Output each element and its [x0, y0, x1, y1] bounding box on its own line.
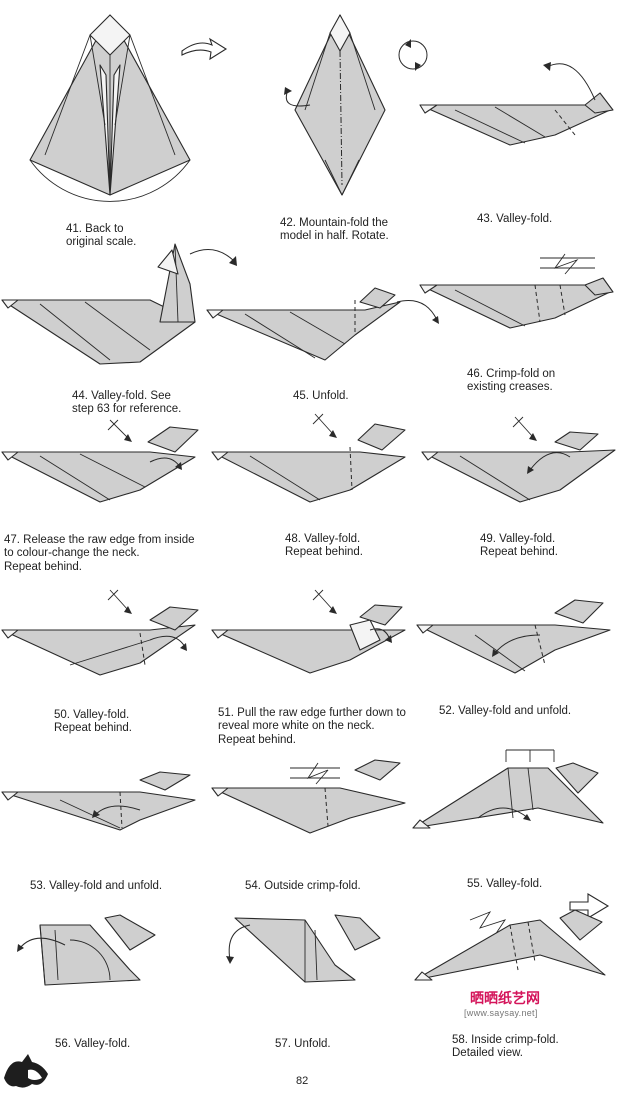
step-48-caption: 48. Valley-fold.Repeat behind.	[285, 532, 364, 559]
step-57: 57. Unfold.	[205, 910, 420, 1050]
step-54: 54. Outside crimp-fold.	[210, 758, 420, 892]
watermark-brand: 晒晒纸艺网	[470, 990, 540, 1006]
step-48: 48. Valley-fold.Repeat behind.	[210, 412, 415, 562]
step-43: 43. Valley-fold.	[415, 55, 615, 225]
step-55-diagram	[412, 749, 604, 829]
step-56-caption: 56. Valley-fold.	[55, 1037, 131, 1050]
step-58-caption: 58. Inside crimp-fold.Detailed view.	[452, 1033, 559, 1060]
step-50-caption: 50. Valley-fold.Repeat behind.	[54, 708, 133, 735]
step-46-diagram	[419, 253, 614, 329]
step-53: 53. Valley-fold and unfold.	[0, 770, 210, 892]
dog-silhouette-icon	[4, 1054, 48, 1088]
step-41-diagram	[29, 14, 191, 202]
step-54-diagram	[211, 759, 406, 834]
step-52-diagram	[416, 599, 611, 674]
step-50-diagram	[1, 589, 199, 676]
step-42-diagram	[284, 14, 428, 196]
step-45-diagram	[206, 287, 439, 361]
step-52-caption: 52. Valley-fold and unfold.	[439, 704, 572, 717]
step-47-diagram	[1, 419, 199, 503]
page-number: 82	[296, 1075, 309, 1087]
step-43-caption: 43. Valley-fold.	[477, 212, 553, 225]
step-45: 45. Unfold.	[205, 280, 440, 410]
step-54-caption: 54. Outside crimp-fold.	[245, 879, 361, 892]
step-56: 56. Valley-fold.	[10, 910, 190, 1050]
step-56-diagram	[17, 914, 156, 986]
turn-over-arrow-icon	[181, 37, 228, 61]
step-50: 50. Valley-fold.Repeat behind.	[0, 585, 215, 734]
step-57-diagram	[226, 914, 381, 983]
step-49-caption: 49. Valley-fold.Repeat behind.	[480, 532, 559, 559]
step-44-diagram	[1, 243, 237, 365]
step-43-diagram	[419, 62, 614, 146]
step-53-caption: 53. Valley-fold and unfold.	[30, 879, 163, 892]
step-58-diagram	[414, 893, 610, 981]
step-55: 55. Valley-fold.	[408, 748, 618, 890]
step-53-diagram	[1, 771, 196, 831]
step-51-diagram	[211, 589, 406, 674]
watermark: 晒晒纸艺网 [www.saysay.net]	[464, 988, 540, 1018]
step-49-diagram	[421, 416, 616, 503]
step-45-caption: 45. Unfold.	[293, 389, 349, 402]
step-48-diagram	[211, 413, 406, 503]
step-49: 49. Valley-fold.Repeat behind.	[420, 412, 620, 562]
step-57-caption: 57. Unfold.	[275, 1037, 331, 1050]
step-55-caption: 55. Valley-fold.	[467, 877, 543, 890]
step-52: 52. Valley-fold and unfold.	[415, 595, 615, 717]
step-58: 58. Inside crimp-fold.Detailed view.	[410, 880, 615, 1059]
watermark-url: [www.saysay.net]	[464, 1008, 538, 1018]
